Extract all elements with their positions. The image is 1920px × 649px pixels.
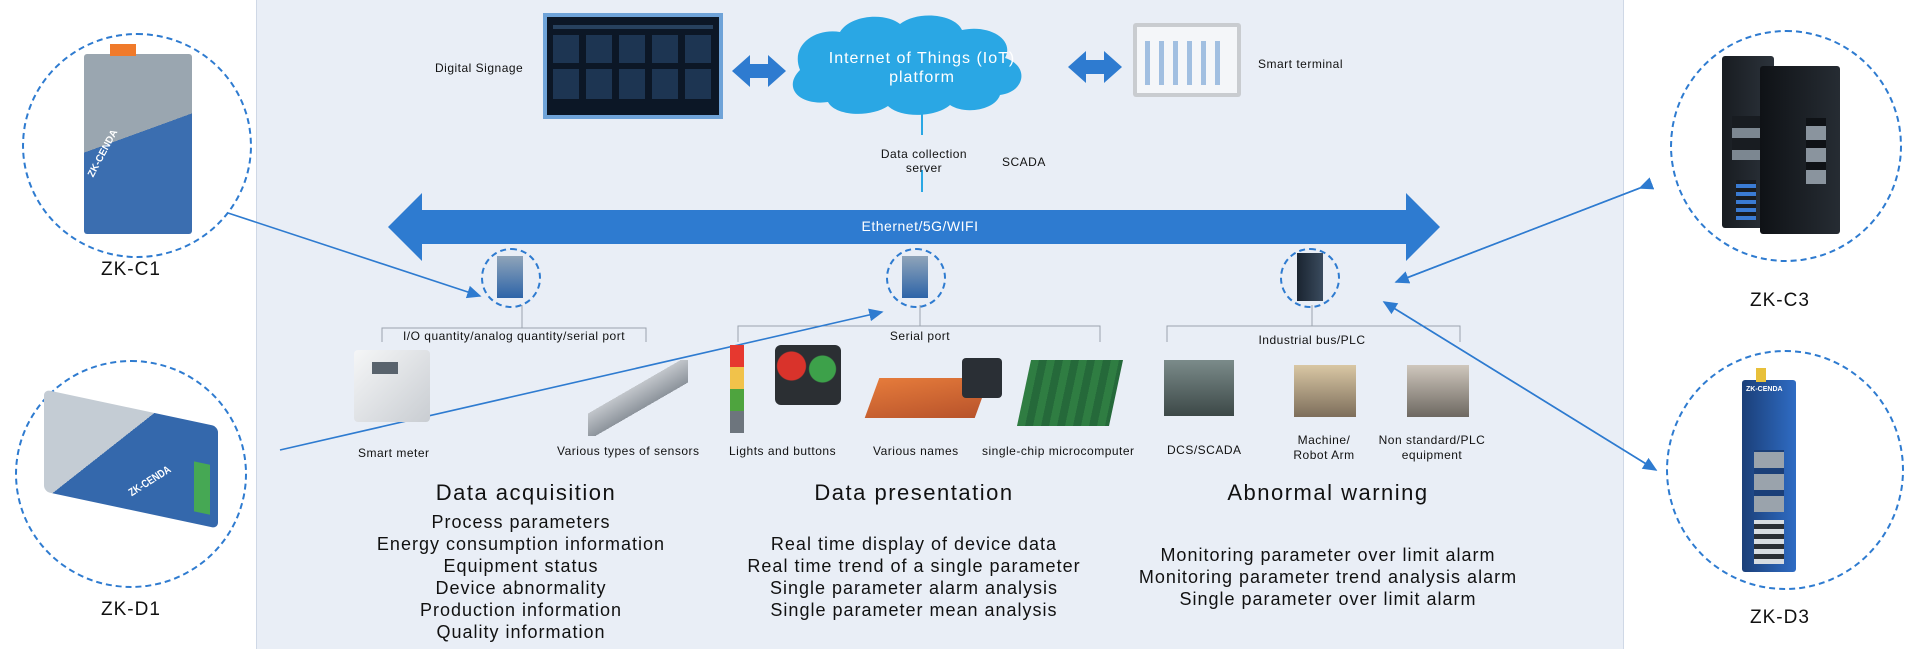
zk-c3-device-side [1760,66,1840,234]
zk-c1-device-image: ZK-CENDA [84,44,192,234]
network-arrow [388,193,1440,261]
acquisition-item: Production information [419,600,623,620]
warning-title: Abnormal warning [1227,480,1429,505]
zk-c3-label: ZK-C3 [1750,290,1810,311]
plc-line-1: Non standard/PLC [1378,433,1486,447]
zk-d3-device-image: ZK-CENDA [1742,368,1796,572]
gateway-icon-bus [1297,253,1323,301]
server-line-2: server [905,161,943,175]
acquisition-item: Equipment status [443,556,599,576]
warning-list: Monitoring parameter over limit alarm Mo… [1118,544,1538,610]
names-label: Various names [873,444,959,458]
cloud-terminal-double-arrow [1068,51,1122,83]
smart-meter-label: Smart meter [358,446,430,460]
scale-display-image [962,358,1002,398]
group-bus-label: Industrial bus/PLC [1258,333,1366,347]
zk-d1-label: ZK-D1 [101,599,161,620]
data-collection-server-label: Data collection server [866,147,982,175]
network-label: Ethernet/5G/WIFI [861,218,979,234]
zk-c3-circle [1670,30,1902,262]
zk-d3-label: ZK-D3 [1750,607,1810,628]
acquisition-title: Data acquisition [435,480,617,505]
zk-c1-brand: ZK-CENDA [86,127,121,180]
zk-d1-brand: ZK-CENDA [126,464,174,500]
group-serial-label: Serial port [889,329,951,343]
gateway-circle-io [481,248,541,308]
zk-d3-circle [1666,350,1904,590]
gateway-icon-serial [902,256,928,298]
digital-signage-screen [543,13,723,119]
presentation-list: Real time display of device data Real ti… [709,533,1119,621]
gateway-circle-serial [886,248,946,308]
group-io-label: I/O quantity/analog quantity/serial port [402,329,626,343]
smart-terminal-device [1133,23,1241,97]
gateway-circle-bus [1280,248,1340,308]
group-brackets [381,305,1461,342]
presentation-item: Real time display of device data [770,534,1058,554]
iot-platform-line-2: platform [889,69,955,86]
acquisition-list: Process parameters Energy consumption in… [346,511,696,643]
iot-platform-label: Internet of Things (IoT) platform [800,49,1044,87]
plc-label: Non standard/PLC equipment [1370,433,1494,463]
buttons-image [775,345,841,405]
mcu-label: single-chip microcomputer [982,444,1135,458]
mcu-board-image [1016,360,1124,426]
presentation-item: Single parameter mean analysis [770,600,1058,620]
iot-cloud-shape [792,15,1022,115]
robot-image [1294,365,1356,417]
zk-c1-circle [22,33,252,258]
smart-terminal-label: Smart terminal [1258,57,1344,71]
acquisition-item: Process parameters [431,512,611,532]
acquisition-item: Energy consumption information [376,534,666,554]
zk-d1-circle [15,360,247,588]
warning-item: Monitoring parameter over limit alarm [1160,545,1496,565]
zk-d3-brand: ZK-CENDA [1746,386,1783,393]
robot-label: Machine/ Robot Arm [1282,433,1366,463]
dcs-image [1164,360,1234,416]
robot-line-2: Robot Arm [1293,448,1355,462]
server-line-1: Data collection [880,147,968,161]
iot-platform-line-1: Internet of Things (IoT) [828,50,1016,67]
signage-cloud-double-arrow [732,55,786,87]
plc-line-2: equipment [1401,448,1463,462]
scada-label: SCADA [1002,155,1046,169]
presentation-item: Real time trend of a single parameter [747,556,1081,576]
presentation-item: Single parameter alarm analysis [769,578,1059,598]
sensors-image [588,360,688,436]
digital-signage-label: Digital Signage [435,61,524,75]
acquisition-item: Device abnormality [435,578,607,598]
zk-c1-label: ZK-C1 [101,259,161,280]
sensors-label: Various types of sensors [557,444,700,458]
dcs-label: DCS/SCADA [1167,443,1242,457]
device-link-arrows [227,177,1658,471]
warning-item: Single parameter over limit alarm [1179,589,1477,609]
presentation-title: Data presentation [814,480,1014,505]
plc-equipment-image [1407,365,1469,417]
smart-meter-image [354,350,430,422]
warning-item: Monitoring parameter trend analysis alar… [1138,567,1518,587]
robot-line-1: Machine/ [1297,433,1351,447]
gateway-icon-io [497,256,523,298]
lights-label: Lights and buttons [729,444,837,458]
lights-image [730,345,744,433]
acquisition-item: Quality information [436,622,606,642]
